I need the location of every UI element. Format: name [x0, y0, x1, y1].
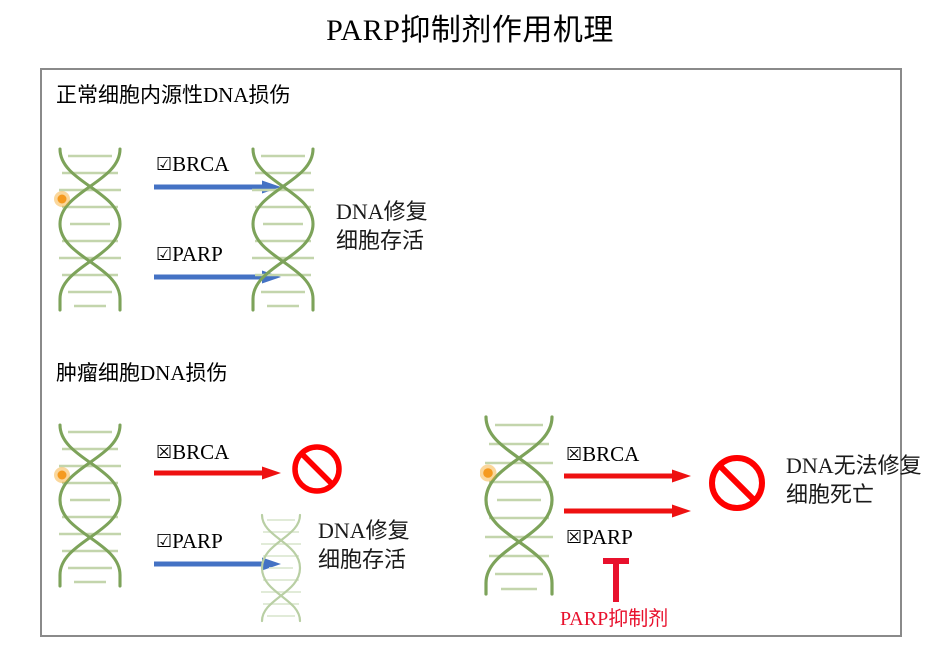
gene-label-brca: BRCA [172, 440, 230, 464]
outcome-tumor-right-line2: 细胞死亡 [786, 482, 875, 507]
dna-helix-tumor-left-damaged [54, 418, 126, 593]
arrow-tumor-right-parp [564, 504, 692, 518]
outcome-tumor-right: DNA无法修复 细胞死亡 [786, 451, 922, 509]
diagram-frame: 正常细胞内源性DNA损伤 ☑BRCA [40, 68, 922, 637]
arrow-tumor-right-brca [564, 469, 692, 483]
crossed-box-icon: ☒ [566, 444, 583, 465]
outcome-normal-line2: 细胞存活 [336, 228, 425, 253]
page-title: PARP抑制剂作用机理 [326, 14, 614, 47]
crossed-box-icon: ☒ [566, 527, 583, 548]
section-label-tumor: 肿瘤细胞DNA损伤 [56, 361, 228, 385]
crossed-box-icon: ☒ [156, 442, 173, 463]
step-label-tumor-right-brca: ☒BRCA [566, 442, 639, 466]
inhibition-symbol-parp-inhibitor [598, 556, 634, 604]
outcome-tumor-left-line1: DNA修复 [318, 518, 410, 543]
dna-helix-normal-repaired [247, 142, 319, 317]
arrow-tumor-left-brca [154, 466, 282, 480]
step-label-tumor-left-parp: ☑PARP [156, 529, 223, 553]
step-label-tumor-right-parp: ☒PARP [566, 525, 633, 549]
gene-label-brca: BRCA [582, 442, 640, 466]
arrow-tumor-left-parp [154, 557, 282, 571]
checked-box-icon: ☑ [156, 154, 173, 175]
dna-helix-tumor-right-damaged [480, 410, 558, 600]
gene-label-brca: BRCA [172, 152, 230, 176]
dna-helix-normal-damaged [54, 142, 126, 317]
step-label-normal-parp: ☑PARP [156, 242, 223, 266]
gene-label-parp: PARP [582, 525, 633, 549]
outcome-tumor-left-line2: 细胞存活 [318, 547, 407, 572]
outcome-tumor-right-line1: DNA无法修复 [786, 453, 922, 478]
step-label-normal-brca: ☑BRCA [156, 152, 229, 176]
outcome-normal-line1: DNA修复 [336, 199, 428, 224]
checked-box-icon: ☑ [156, 531, 173, 552]
outcome-tumor-left: DNA修复 细胞存活 [318, 516, 410, 574]
step-label-tumor-left-brca: ☒BRCA [156, 440, 229, 464]
gene-label-parp: PARP [172, 242, 223, 266]
inhibitor-label: PARP抑制剂 [560, 608, 669, 630]
prohibition-sign-tumor-right [706, 452, 768, 514]
dna-helix-tumor-left-repaired [258, 510, 304, 628]
prohibition-sign-tumor-left [290, 442, 344, 496]
outcome-normal: DNA修复 细胞存活 [336, 197, 428, 255]
gene-label-parp: PARP [172, 529, 223, 553]
checked-box-icon: ☑ [156, 244, 173, 265]
section-label-normal: 正常细胞内源性DNA损伤 [56, 83, 291, 107]
